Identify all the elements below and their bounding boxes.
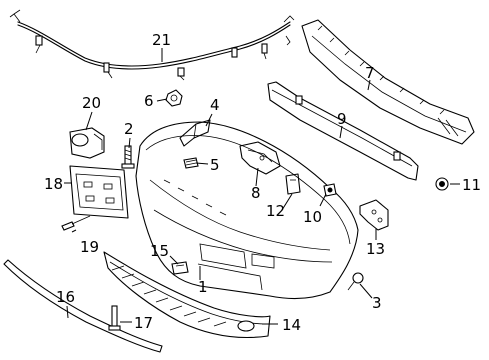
callout-9: 9 bbox=[337, 110, 347, 128]
retaining-pin bbox=[108, 305, 121, 331]
bolt bbox=[121, 145, 135, 169]
callout-12: 12 bbox=[266, 202, 285, 220]
screw bbox=[347, 272, 364, 291]
callout-3: 3 bbox=[372, 294, 382, 312]
nut bbox=[165, 89, 183, 107]
callout-1: 1 bbox=[198, 278, 208, 296]
callout-20: 20 bbox=[82, 94, 101, 112]
callout-10: 10 bbox=[303, 208, 322, 226]
callout-17: 17 bbox=[134, 314, 153, 332]
callout-18: 18 bbox=[44, 175, 63, 193]
bumper-cover bbox=[135, 121, 359, 300]
grille-clip bbox=[171, 261, 189, 275]
reinforcement-bar bbox=[267, 81, 419, 181]
callout-14: 14 bbox=[282, 316, 301, 334]
bracket-small bbox=[179, 119, 211, 147]
side-bracket-right bbox=[359, 199, 389, 231]
parking-sensor bbox=[69, 127, 105, 159]
mount-bracket bbox=[285, 173, 301, 195]
callout-labels: 1 2 3 4 5 6 7 8 9 10 11 12 13 14 15 16 1… bbox=[44, 31, 481, 334]
lower-trim-strip bbox=[3, 259, 163, 353]
callout-21: 21 bbox=[152, 31, 171, 49]
lower-grille bbox=[103, 251, 271, 338]
retainer-clip bbox=[183, 157, 199, 169]
push-pin bbox=[61, 215, 91, 231]
callout-5: 5 bbox=[210, 156, 220, 174]
wiring-harness bbox=[9, 9, 295, 81]
callout-7: 7 bbox=[365, 64, 375, 82]
side-bracket-left bbox=[239, 141, 281, 175]
fastener-clip bbox=[323, 183, 337, 197]
callout-15: 15 bbox=[150, 242, 169, 260]
callout-6: 6 bbox=[144, 92, 154, 110]
license-plate-bracket bbox=[69, 165, 129, 219]
callout-16: 16 bbox=[56, 288, 75, 306]
energy-absorber bbox=[301, 19, 475, 145]
callout-8: 8 bbox=[251, 184, 261, 202]
callout-11: 11 bbox=[462, 176, 481, 194]
callout-4: 4 bbox=[210, 96, 220, 114]
callout-2: 2 bbox=[124, 120, 134, 138]
grommet bbox=[435, 177, 449, 191]
callout-19: 19 bbox=[80, 238, 99, 256]
leader-lines bbox=[64, 48, 460, 325]
callout-13: 13 bbox=[366, 240, 385, 258]
